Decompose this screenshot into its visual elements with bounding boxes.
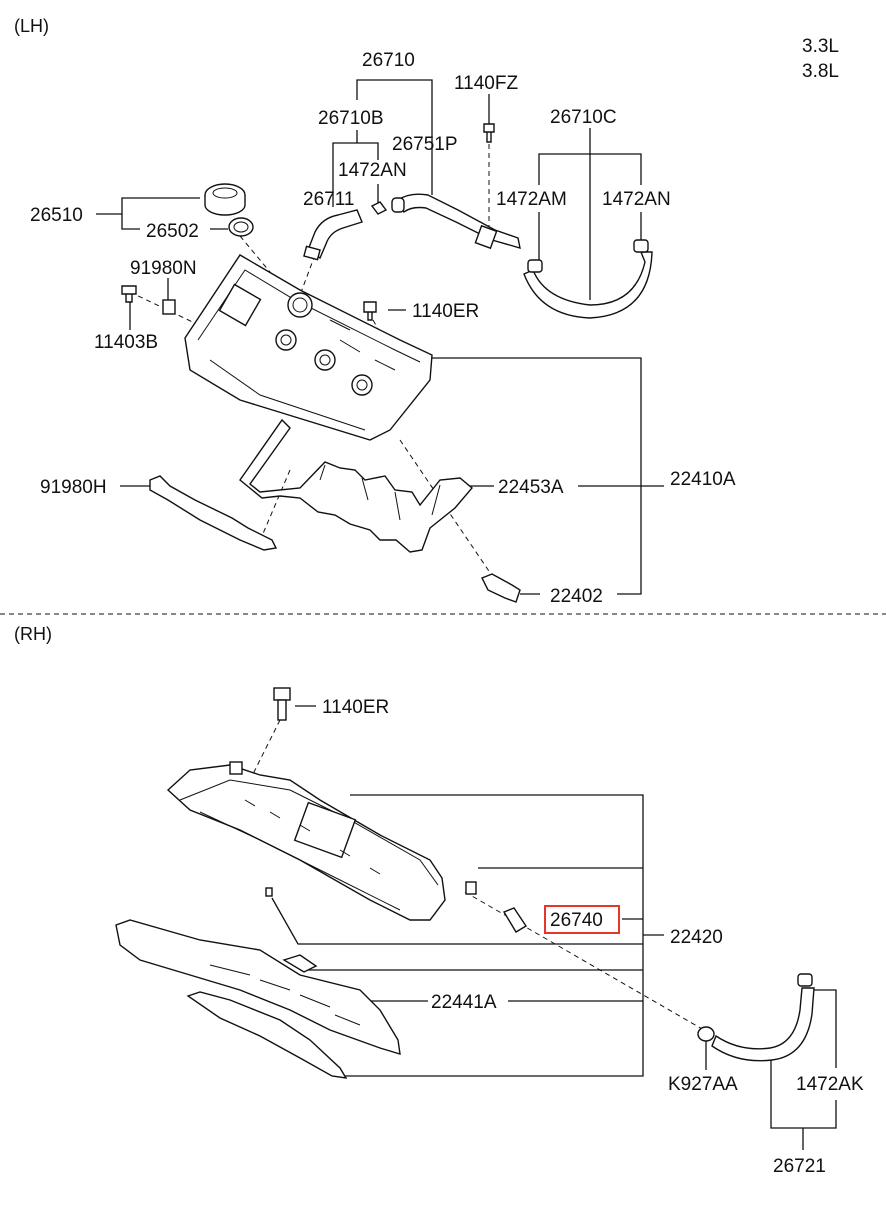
pcv-valve [502, 907, 527, 933]
part-label-91980n[interactable]: 91980N [130, 258, 197, 279]
part-label-26721[interactable]: 26721 [773, 1156, 826, 1177]
part-label-22402[interactable]: 22402 [550, 586, 603, 607]
part-label-26711[interactable]: 26711 [303, 189, 354, 210]
part-label-26710b[interactable]: 26710B [318, 108, 384, 129]
part-label-1472am[interactable]: 1472AM [496, 189, 567, 210]
part-label-1472ak[interactable]: 1472AK [796, 1074, 864, 1095]
engine-spec-3-8l: 3.8L [802, 61, 839, 82]
seal-small-rh [282, 954, 318, 973]
lh-parts-drawing [121, 123, 653, 603]
part-label-1140fz[interactable]: 1140FZ [454, 73, 518, 94]
bolt-1140fz [483, 123, 495, 143]
rh-part-labels: 1140ER 26740 22420 22441A K927AA 1472AK … [322, 697, 864, 1177]
grommet-91980n [162, 299, 176, 315]
part-label-22441a[interactable]: 22441A [431, 992, 497, 1013]
hose-clamp-k927aa [697, 1026, 715, 1042]
part-label-26710[interactable]: 26710 [362, 50, 415, 71]
bolt-1140er-rh [273, 687, 291, 721]
part-label-1472an-b[interactable]: 1472AN [602, 189, 671, 210]
part-label-22410a[interactable]: 22410A [670, 469, 736, 490]
bracket-22402 [481, 573, 521, 603]
part-label-22453a[interactable]: 22453A [498, 477, 564, 498]
spark-plug-seal-rh [186, 991, 348, 1079]
breather-hose [523, 251, 653, 319]
valve-cover-lh [184, 254, 433, 441]
cap-gasket [228, 217, 254, 237]
valve-cover-rh [166, 761, 446, 921]
grommet-rh [465, 881, 477, 895]
bolt-11403b [121, 285, 137, 303]
lh-part-labels: 26710 1140FZ 26710C 26710B 26751P 1472AN… [30, 50, 736, 607]
part-label-26710c[interactable]: 26710C [550, 107, 617, 128]
valve-cover-gasket-rh [115, 919, 401, 1055]
part-label-22420[interactable]: 22420 [670, 927, 723, 948]
section-lh-label: (LH) [14, 16, 49, 36]
part-label-k927aa[interactable]: K927AA [668, 1074, 738, 1095]
part-label-1140er-lh[interactable]: 1140ER [412, 301, 479, 322]
bolt-1140er-lh [363, 301, 377, 321]
highlight-box-26740 [544, 905, 620, 934]
part-label-1472an-a[interactable]: 1472AN [338, 160, 407, 181]
part-label-26510[interactable]: 26510 [30, 205, 83, 226]
section-rh-label: (RH) [14, 624, 52, 644]
hose-clip-small [370, 201, 388, 215]
part-label-26740[interactable]: 26740 [550, 910, 603, 931]
pin-small [265, 887, 273, 897]
rh-parts-drawing [115, 687, 815, 1079]
pcv-hose [307, 209, 363, 260]
part-label-26751p[interactable]: 26751P [392, 134, 458, 155]
rh-leader-lines [239, 705, 837, 1150]
breather-hose-rh [711, 987, 815, 1062]
part-label-91980h[interactable]: 91980H [40, 477, 107, 498]
part-label-26502[interactable]: 26502 [146, 221, 199, 242]
engine-spec-3-3l: 3.3L [802, 36, 839, 57]
oil-filler-cap [204, 183, 246, 216]
valve-cover-gasket-lh [239, 418, 473, 553]
hose-clip-1472ak [797, 973, 813, 987]
part-label-11403b[interactable]: 11403B [94, 332, 158, 353]
part-label-1140er-rh[interactable]: 1140ER [322, 697, 389, 718]
spark-plug-seal [149, 475, 278, 551]
